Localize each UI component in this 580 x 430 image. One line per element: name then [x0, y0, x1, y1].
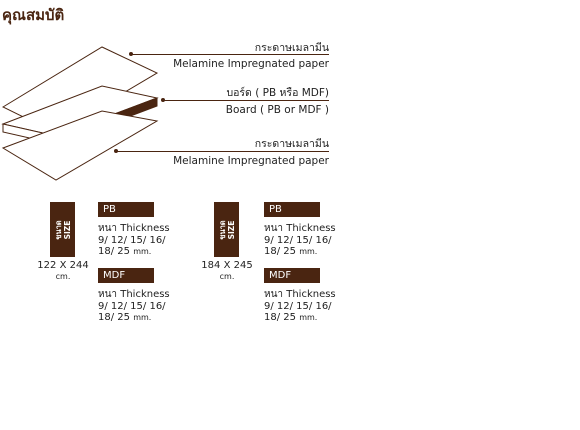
leader-bot: [116, 151, 329, 152]
leader-top: [131, 54, 329, 55]
mdf-tag: MDF: [264, 268, 320, 283]
pb-tag: PB: [98, 202, 154, 217]
layer-top-th: กระดาษเมลามีน: [254, 42, 329, 54]
size-en: SIZE: [62, 220, 72, 239]
layer-bot-th: กระดาษเมลามีน: [254, 138, 329, 150]
size-en: SIZE: [226, 220, 236, 239]
leader-mid-dot: [161, 98, 165, 102]
layer-bot-en: Melamine Impregnated paper: [173, 155, 329, 167]
layer-mid-th: บอร์ด ( PB หรือ MDF): [226, 87, 329, 99]
layer-mid-en: Board ( PB or MDF ): [225, 104, 329, 116]
pb-tag: PB: [264, 202, 320, 217]
size-th: ขนาด: [217, 219, 227, 240]
layer-top-en: Melamine Impregnated paper: [173, 58, 329, 70]
leader-top-dot: [129, 52, 133, 56]
leader-bot-dot: [114, 149, 118, 153]
bottom-sheet: [1, 110, 159, 181]
size-th: ขนาด: [53, 219, 63, 240]
mdf-tag: MDF: [98, 268, 154, 283]
page-title: คุณสมบัติ: [2, 6, 65, 24]
leader-mid: [163, 100, 329, 101]
layer-diagram: [1, 46, 159, 181]
